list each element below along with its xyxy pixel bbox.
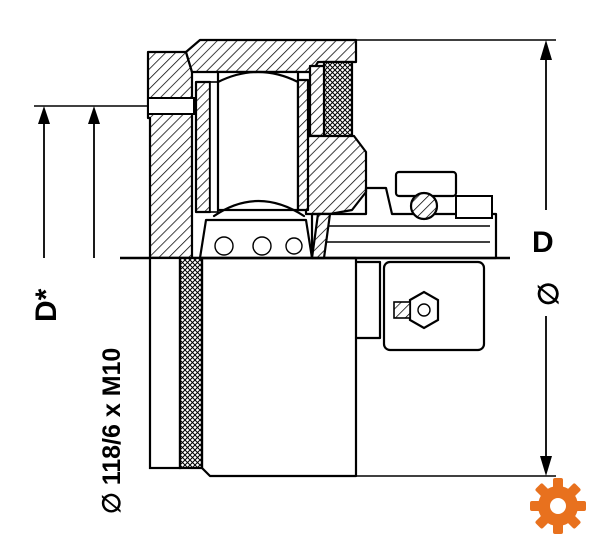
seal-spacer [308, 64, 326, 138]
d-arrow-bottom [540, 456, 552, 476]
roller-pin [216, 70, 300, 212]
bush-right [296, 78, 310, 212]
lower-step [354, 260, 382, 340]
d-arrow-top [540, 40, 552, 60]
d-star-arrow [38, 106, 50, 124]
lower-section [148, 256, 486, 478]
bush-liner [209, 81, 219, 213]
dimension-bolt-circle [88, 106, 100, 258]
bolt-circle-arrow [88, 106, 100, 124]
label-d: D [532, 226, 554, 259]
shaft-lines [318, 225, 490, 243]
dimension-d [356, 39, 556, 477]
bush-left [194, 80, 212, 214]
gear-icon [530, 478, 586, 534]
inner-hub [304, 134, 368, 216]
label-bolt-circle: ∅ 118/6 x M10 [98, 348, 126, 514]
dimension-d-star [34, 105, 148, 258]
roller-bottom-arc [212, 200, 306, 218]
left-flange [146, 50, 194, 260]
clamp-bolt-head [409, 191, 439, 221]
hex-nut-hole [417, 303, 431, 317]
shaft-wedge [310, 212, 332, 260]
ball-1 [214, 236, 234, 256]
label-d-phi: ∅ [533, 282, 564, 306]
hex-nut [408, 290, 440, 330]
upper-section [146, 38, 498, 260]
ball-2 [252, 236, 272, 256]
lower-body [200, 256, 358, 478]
nut-washer [393, 301, 411, 319]
seal-ring [322, 60, 354, 142]
label-d-star: D* [30, 288, 63, 322]
lower-knurl [178, 256, 204, 470]
flange-bolt-hole [147, 97, 195, 115]
clamp-end [455, 195, 493, 219]
roller-top-arc [216, 70, 300, 84]
lower-flange [148, 256, 182, 470]
ball-3 [285, 237, 303, 255]
